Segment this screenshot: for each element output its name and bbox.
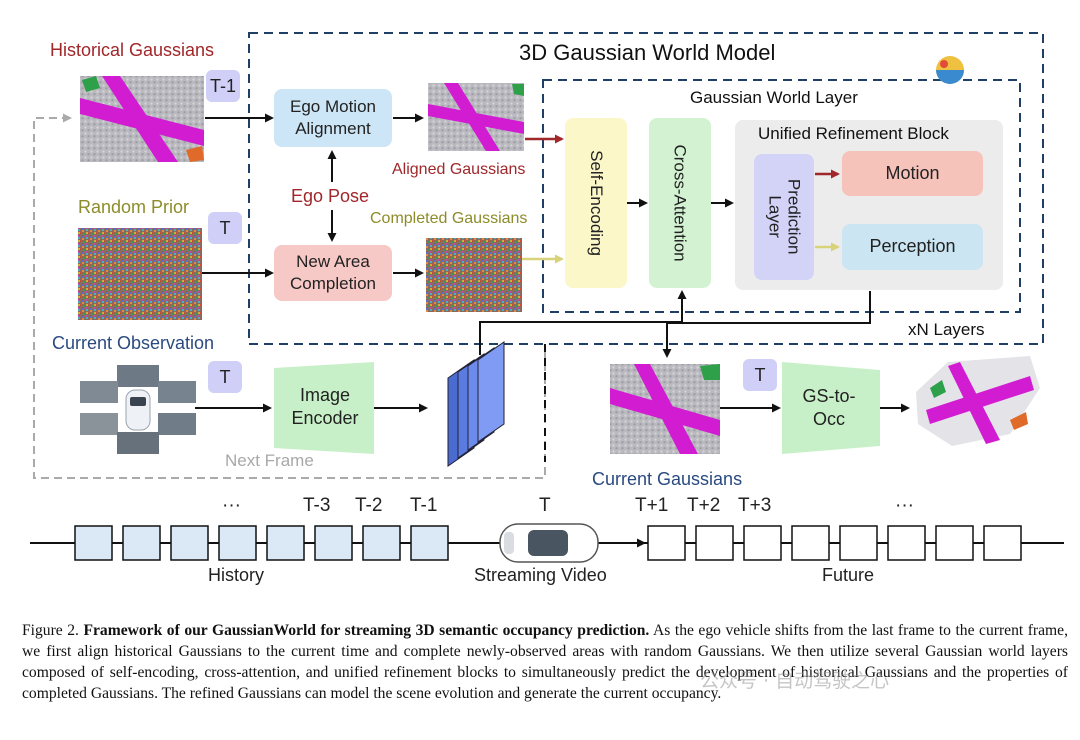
tick-t-minus-2: T-2 — [355, 495, 383, 516]
xn-layers-label: xN Layers — [908, 320, 985, 339]
new-area-completion-block: New Area Completion — [274, 245, 392, 301]
ego-motion-alignment-block: Ego Motion Alignment — [274, 89, 392, 147]
cross-attention-label: Cross-Attention — [671, 144, 691, 262]
time-badge-observation-t: T — [208, 361, 242, 393]
perception-block: Perception — [842, 224, 983, 270]
cross-attention-block: Cross-Attention — [649, 118, 711, 288]
world-layer-border — [542, 79, 1021, 313]
completed-gaussians-image — [426, 238, 522, 312]
prediction-layer-label: Prediction Layer — [766, 179, 804, 255]
time-badge-t-minus-1: T-1 — [206, 70, 240, 102]
world-model-logo-icon — [936, 56, 964, 84]
gs-to-occ-label: GS-to-Occ — [802, 385, 856, 429]
historical-gaussians-image — [80, 76, 204, 162]
random-prior-label: Random Prior — [78, 197, 190, 217]
random-prior-image — [78, 228, 202, 320]
ego-pose-label: Ego Pose — [291, 186, 370, 206]
aligned-gaussians-image — [428, 83, 524, 151]
tick-t-plus-3: T+3 — [738, 495, 772, 516]
tick-t-plus-1: T+1 — [635, 495, 669, 516]
camera-views-image — [80, 365, 196, 454]
occupancy-output-image — [916, 356, 1040, 446]
future-label: Future — [822, 565, 875, 585]
tick-t-plus-2: T+2 — [687, 495, 721, 516]
historical-gaussians-label: Historical Gaussians — [50, 40, 215, 60]
figure-caption: Figure 2. Framework of our GaussianWorld… — [22, 620, 1068, 704]
tick-current-t: T — [539, 495, 551, 516]
gs-to-occ-shape — [782, 362, 880, 454]
image-encoder-shape — [274, 362, 374, 454]
ego-car-icon — [499, 523, 599, 563]
world-model-border — [248, 32, 1044, 345]
next-frame-label: Next Frame — [225, 451, 314, 470]
image-feature-stack — [447, 341, 505, 467]
aligned-gaussians-label: Aligned Gaussians — [392, 161, 526, 178]
tick-t-minus-1: T-1 — [410, 495, 438, 516]
world-model-title: 3D Gaussian World Model — [519, 40, 776, 65]
refinement-title: Unified Refinement Block — [758, 124, 949, 143]
tick-history-ellipsis: ··· — [222, 495, 241, 516]
completed-gaussians-label: Completed Gaussians — [370, 210, 528, 227]
history-frames — [74, 525, 449, 561]
self-encoding-block: Self-Encoding — [565, 118, 627, 288]
self-encoding-label: Self-Encoding — [587, 150, 607, 256]
motion-block: Motion — [842, 151, 983, 196]
future-frames — [647, 525, 1022, 561]
world-layer-title: Gaussian World Layer — [690, 88, 858, 107]
current-gaussians-image — [610, 364, 720, 454]
current-gaussians-label: Current Gaussians — [592, 469, 743, 489]
diagram-connectors — [30, 32, 1064, 563]
history-label: History — [208, 565, 265, 585]
caption-prefix: Figure 2. — [22, 622, 79, 639]
image-encoder-label: Image Encoder — [291, 384, 359, 428]
time-badge-random-t: T — [208, 212, 242, 244]
caption-body: As the ego vehicle shifts from the last … — [22, 622, 1068, 702]
caption-bold: Framework of our GaussianWorld for strea… — [83, 622, 650, 639]
tick-future-ellipsis: ··· — [895, 495, 914, 516]
tick-t-minus-3: T-3 — [303, 495, 331, 516]
current-observation-label: Current Observation — [52, 333, 215, 353]
streaming-video-label: Streaming Video — [474, 565, 607, 585]
watermark: 公众号 · 自动驾驶之心 — [700, 670, 890, 692]
prediction-layer-block: Prediction Layer — [754, 154, 814, 280]
time-badge-current-t: T — [743, 359, 777, 391]
